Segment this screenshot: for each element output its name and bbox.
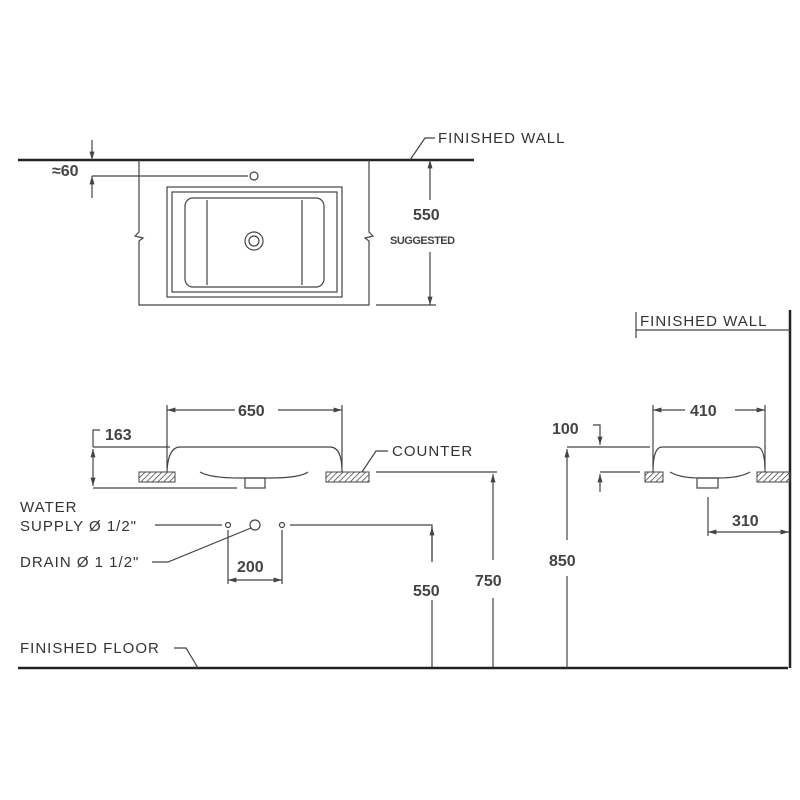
water-supply-label-2: SUPPLY Ø 1/2" — [20, 518, 137, 535]
basin-front — [166, 446, 343, 473]
drain-hole — [249, 519, 261, 531]
basin-outer-rim — [166, 186, 343, 298]
side-depth-dimension: 410 — [690, 403, 717, 420]
front-view: 650 163 COUNTER 750 WATER SUPPLY Ø 1/2" … — [18, 403, 788, 670]
water-supply-label-1: WATER — [20, 499, 78, 516]
top-view: FINISHED WALL ≈60 550 SUGGESTED — [18, 130, 565, 306]
height-dimension: 163 — [105, 427, 132, 444]
supply-hole-right — [278, 521, 286, 529]
depth-dimension: 550 — [413, 207, 440, 224]
width-dimension: 650 — [238, 403, 265, 420]
counter-right — [325, 471, 370, 483]
drain-icon — [244, 231, 264, 251]
finished-floor-label: FINISHED FLOOR — [20, 640, 160, 657]
depth-note: SUGGESTED — [390, 235, 455, 247]
basin-side — [652, 446, 766, 473]
countertop-outline — [133, 160, 375, 306]
tap-offset-dimension: ≈60 — [52, 163, 79, 180]
counter-left — [138, 471, 176, 483]
supply-spacing-dimension: 200 — [237, 559, 264, 576]
basin-bowl — [184, 197, 325, 288]
side-finished-wall-label: FINISHED WALL — [640, 313, 767, 330]
drain-offset-dimension: 310 — [732, 513, 759, 530]
drain-label: DRAIN Ø 1 1/2" — [20, 554, 139, 571]
counter-leader — [361, 450, 388, 473]
side-view: FINISHED WALL 410 100 850 310 — [549, 310, 792, 668]
supply-hole-left — [224, 521, 232, 529]
rim-total-height-dimension: 850 — [549, 553, 576, 570]
side-counter-right — [756, 471, 791, 483]
side-counter-left — [644, 471, 664, 483]
counter-height-dimension: 750 — [475, 573, 502, 590]
tap-hole — [249, 171, 259, 181]
rim-height-dimension: 100 — [552, 421, 579, 438]
finished-wall-label: FINISHED WALL — [438, 130, 565, 147]
supply-height-dimension: 550 — [413, 583, 440, 600]
wall-leader — [409, 137, 435, 161]
counter-label: COUNTER — [392, 443, 473, 460]
